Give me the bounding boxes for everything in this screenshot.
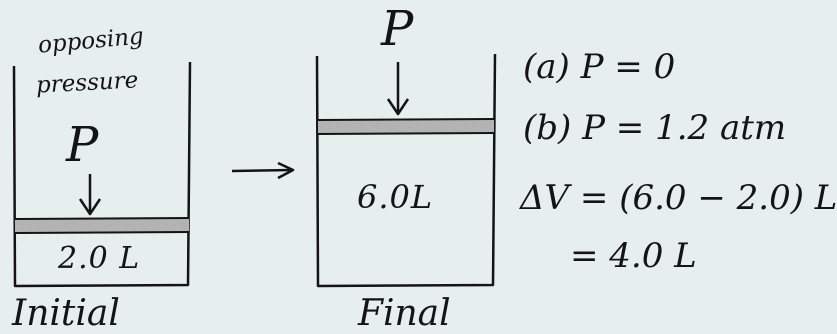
initial-pressure-arrow — [78, 174, 102, 216]
diagram-drawing — [12, 53, 497, 288]
initial-cylinder-walls — [12, 61, 192, 288]
final-pressure-symbol: P — [381, 1, 414, 57]
initial-volume-label: 2.0 L — [58, 241, 141, 276]
final-piston — [318, 120, 494, 134]
initial-cylinder — [12, 61, 192, 288]
pressure-label: pressure — [35, 67, 139, 99]
initial-caption: Initial — [12, 293, 120, 334]
final-volume-label: 6.0L — [357, 178, 434, 216]
final-cylinder-walls — [315, 53, 497, 288]
diagram-canvas: opposing pressure P 2.0 L Initial P 6.0L… — [12, 1, 837, 334]
equation-delta-v: ΔV = (6.0 − 2.0) L — [520, 178, 837, 218]
initial-piston — [15, 219, 189, 233]
equation-result: = 4.0 L — [570, 236, 697, 276]
final-cylinder — [315, 53, 497, 288]
equation-case-a: (a) P = 0 — [523, 47, 676, 87]
final-caption: Final — [358, 293, 451, 334]
initial-piston-bottom-edge — [14, 231, 190, 234]
initial-pressure-symbol: P — [66, 117, 99, 173]
final-piston-top-edge — [317, 118, 495, 121]
equation-case-b: (b) P = 1.2 atm — [523, 108, 787, 148]
final-piston-bottom-edge — [317, 132, 495, 135]
initial-piston-top-edge — [14, 217, 190, 220]
transition-arrow — [231, 161, 295, 180]
final-pressure-arrow — [386, 62, 410, 116]
